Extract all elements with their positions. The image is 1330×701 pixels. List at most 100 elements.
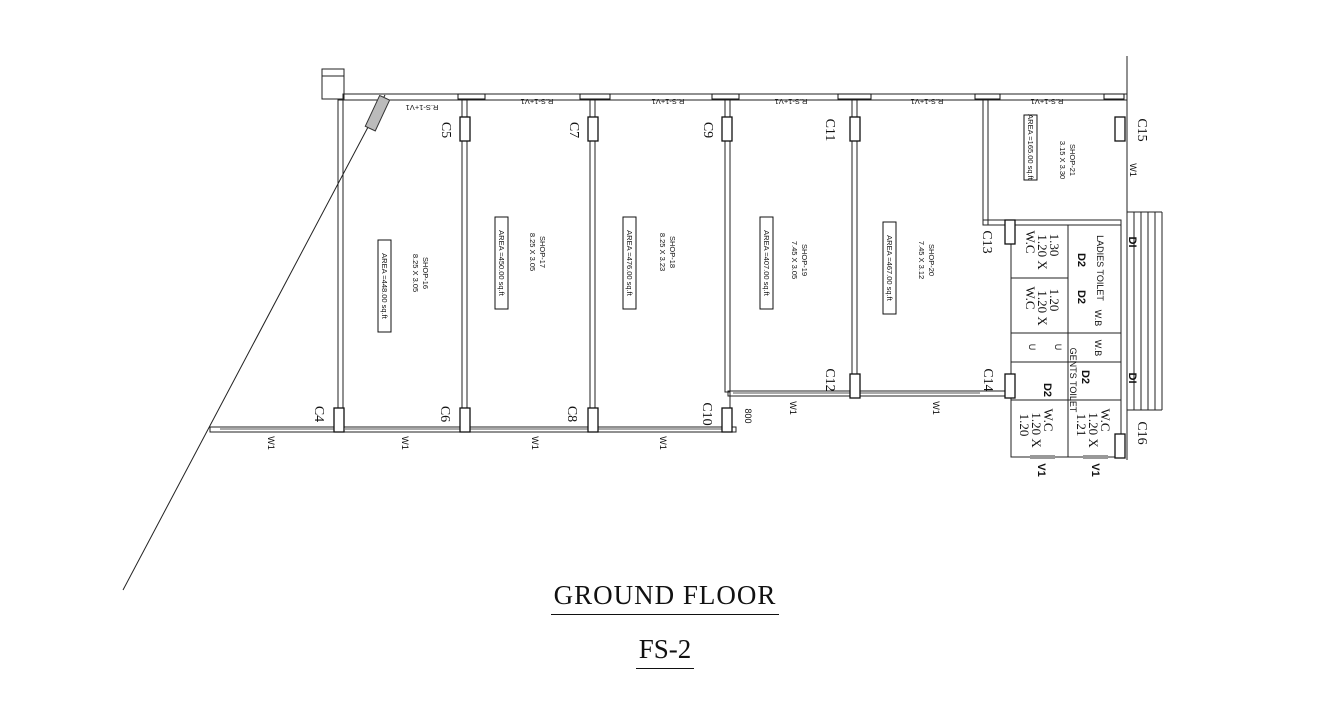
label-c6: C6 [437, 406, 452, 422]
vent-right [1083, 455, 1108, 459]
stair-hatch [364, 94, 391, 132]
shop-19-dims: 7.45 X 3.05 [790, 241, 799, 279]
shop-21-area: AREA =165.00 sq.ft [1026, 114, 1035, 181]
area-box-shop-20 [882, 221, 897, 315]
dim-800: 800 [743, 408, 753, 423]
partition-16-17 [461, 99, 468, 429]
column-c7 [587, 116, 599, 142]
shop-16-name: SHOP-16 [421, 257, 430, 289]
shop-17-dims: 8.25 X 3.05 [528, 233, 537, 271]
label-c15: C15 [1134, 118, 1149, 141]
door-d2: D2 [1041, 383, 1053, 397]
column-c8 [587, 407, 599, 433]
column-c9 [721, 116, 733, 142]
sheet-code-text: FS-2 [635, 634, 695, 669]
rs-label: R.S-1+V1 [775, 97, 808, 106]
label-c5: C5 [438, 122, 453, 138]
area-box-shop-21 [1023, 114, 1038, 181]
label-c13: C13 [979, 230, 994, 253]
area-box-shop-17 [494, 216, 509, 310]
vent-left [1030, 455, 1055, 459]
rs-label: R.S-1+V1 [911, 97, 944, 106]
shop-20-name: SHOP-20 [927, 244, 936, 276]
door-d2: D2 [1075, 290, 1087, 304]
label-c9: C9 [700, 122, 715, 138]
shop-21-name: SHOP-21 [1068, 144, 1077, 176]
shop-21-bottom-wall [982, 219, 1122, 226]
area-box-shop-18 [622, 216, 637, 310]
door-d2: D2 [1079, 370, 1091, 384]
column-c5 [459, 116, 471, 142]
wc-3-size1: 1.20 X [1029, 412, 1044, 448]
front-windows [220, 392, 980, 430]
w1-label: W1 [931, 401, 941, 415]
wc-1-size1: 1.20 X [1035, 234, 1050, 270]
ladies-toilet-label: LADIES TOILET [1095, 235, 1105, 301]
w1-label: W1 [530, 436, 540, 450]
label-c16: C16 [1134, 421, 1149, 444]
toilet-block-outline [1010, 224, 1122, 458]
vent-label: V1 [1089, 463, 1101, 476]
wall-cap [579, 93, 611, 100]
column-c4 [333, 407, 345, 433]
wc-4-size1: 1.20 X [1086, 412, 1101, 448]
column-c16 [1114, 433, 1126, 459]
wc-2-label: W.C [1023, 287, 1038, 310]
stair-notch [321, 68, 345, 100]
stair-notch-inner [321, 68, 345, 77]
label-c12: C12 [822, 368, 837, 391]
label-c4: C4 [311, 406, 326, 422]
rs-label: R.S-1+V1 [521, 97, 554, 106]
front-wall-left [209, 426, 737, 433]
urinal-label: U [1027, 344, 1037, 351]
w1-label: W1 [400, 436, 410, 450]
wall-cap [457, 93, 486, 100]
wash-basin-label: W.B [1093, 310, 1103, 327]
label-c11: C11 [822, 119, 837, 142]
gents-toilet-label: GENTS TOILET [1068, 348, 1078, 413]
wall-cap [711, 93, 740, 100]
column-c13 [1004, 219, 1016, 245]
rs-label: R.S-1+V1 [406, 103, 439, 112]
column-c12 [849, 373, 861, 399]
sheet-code: FS-2 [0, 634, 1330, 669]
area-box-shop-16 [377, 239, 392, 333]
label-c14: C14 [980, 368, 995, 391]
rs-label: R.S-1+V1 [652, 97, 685, 106]
door-d1: DI [1126, 237, 1138, 248]
wc-3-label: W.C [1041, 409, 1056, 432]
label-c8: C8 [564, 406, 579, 422]
partition-18-19 [724, 99, 731, 393]
shop-17-area: AREA =450.00 sq.ft [497, 230, 506, 297]
shop-16-dims: 8.25 X 3.05 [411, 254, 420, 292]
shop-16-left-wall [337, 99, 344, 429]
column-c15 [1114, 116, 1126, 142]
shop-18-area: AREA =476.00 sq.ft [625, 230, 634, 297]
wall-cap [974, 93, 1001, 100]
entrance-steps [1127, 211, 1163, 411]
area-box-shop-19 [759, 216, 774, 310]
w1-label: W1 [266, 436, 276, 450]
shop-20-dims: 7.45 X 3.12 [917, 241, 926, 279]
label-c7: C7 [566, 122, 581, 138]
partition-20-21 [982, 99, 989, 226]
shop-19-name: SHOP-19 [800, 244, 809, 276]
door-d1: DI [1126, 373, 1138, 384]
column-c6 [459, 407, 471, 433]
column-c10 [721, 407, 733, 433]
drawing-title-text: GROUND FLOOR [550, 580, 780, 615]
wc-4-label: W.C [1098, 409, 1113, 432]
w1-label: W1 [1128, 163, 1138, 177]
shop-17-name: SHOP-17 [538, 236, 547, 268]
urinal-label: U [1053, 344, 1063, 351]
column-c14 [1004, 373, 1016, 399]
wc-4-size2: 1.21 [1074, 414, 1089, 437]
drawing-title: GROUND FLOOR [0, 580, 1330, 615]
wc-2-size1: 1.20 X [1035, 290, 1050, 326]
label-c10: C10 [699, 402, 714, 425]
site-boundary-line [122, 94, 386, 591]
partition-17-18 [589, 99, 596, 429]
wc-1-label: W.C [1023, 231, 1038, 254]
w1-label: W1 [658, 436, 668, 450]
